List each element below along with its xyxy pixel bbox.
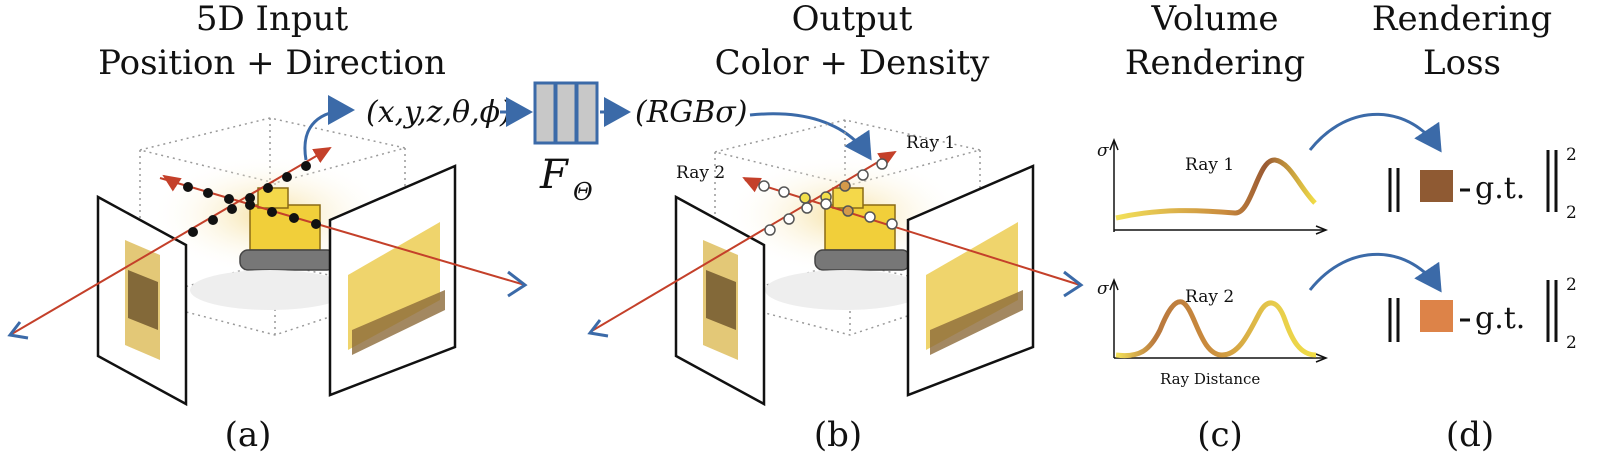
sigma-axis-label-2: σ [1097, 279, 1109, 299]
sample-points-a [183, 161, 321, 237]
camera-b-right-icon [1063, 270, 1084, 298]
network-symbol: F [539, 152, 569, 198]
panel-b-title-line2: Color + Density [715, 43, 990, 83]
image-plane-b-left [674, 194, 766, 407]
panel-a-label: (a) [225, 415, 272, 455]
gt-label-1: g.t. [1475, 171, 1525, 206]
density-curve-ray2 [1115, 299, 1317, 359]
bounding-box-a [139, 117, 406, 336]
panel-c-title-line1: Volume [1150, 0, 1278, 39]
norm-sup-2: 2 [1566, 275, 1577, 295]
loss-term-2 [1388, 280, 1558, 342]
panel-c-label: (c) [1197, 415, 1243, 455]
ray2-label-b: Ray 2 [676, 163, 725, 183]
output-tuple: (RGBσ) [635, 95, 748, 130]
panel-a-scene [7, 95, 528, 407]
input-tuple: (x,y,z,θ,ϕ) [366, 95, 512, 130]
bulldozer-model-b [765, 187, 925, 310]
panel-b-title-line1: Output [792, 0, 913, 39]
image-plane-a-left [96, 194, 188, 407]
gt-label-2: g.t. [1475, 301, 1525, 336]
density-curve-ray1 [1115, 157, 1317, 221]
plot2-title: Ray 2 [1185, 287, 1234, 307]
ray-distance-axis-label: Ray Distance [1160, 370, 1260, 388]
volume-plot-ray2 [1109, 277, 1329, 363]
sample-points-b [758, 158, 898, 236]
network-subscript: Θ [573, 178, 593, 206]
panel-d-title-line1: Rendering [1372, 0, 1552, 39]
volume-plot-ray1 [1109, 137, 1329, 235]
panel-c-title-line2: Rendering [1125, 43, 1305, 83]
norm-sub-2: 2 [1566, 333, 1577, 353]
loss-arrow-2 [1308, 252, 1442, 293]
bulldozer-model-a [190, 187, 350, 310]
panel-a-title-line2: Position + Direction [98, 43, 446, 83]
panel-d-label: (d) [1446, 415, 1494, 455]
rendered-color-swatch-1 [1420, 170, 1453, 202]
panel-b-label: (b) [814, 415, 862, 455]
rendered-color-swatch-2 [1420, 300, 1453, 332]
input-curve-arrow [303, 95, 355, 161]
panel-b-scene [587, 119, 1084, 407]
loss-term-1 [1388, 150, 1558, 212]
panel-d-title-line2: Loss [1423, 43, 1501, 83]
ray1-label-b: Ray 1 [906, 133, 955, 153]
output-curve-arrow [749, 112, 872, 161]
ray-a-2 [159, 177, 526, 286]
plot1-title: Ray 1 [1185, 155, 1234, 175]
ray-a-1 [9, 146, 332, 336]
panel-a-title-line1: 5D Input [196, 0, 349, 39]
camera-a-left-icon [7, 321, 29, 340]
camera-b-left-icon [587, 319, 609, 338]
camera-a-right-icon [507, 270, 528, 298]
network-block [533, 81, 599, 145]
norm-sup-1: 2 [1566, 145, 1577, 165]
image-plane-b-right [906, 164, 1035, 397]
norm-sub-1: 2 [1566, 203, 1577, 223]
sigma-axis-label-1: σ [1097, 141, 1109, 161]
loss-arrow-1 [1308, 112, 1442, 153]
